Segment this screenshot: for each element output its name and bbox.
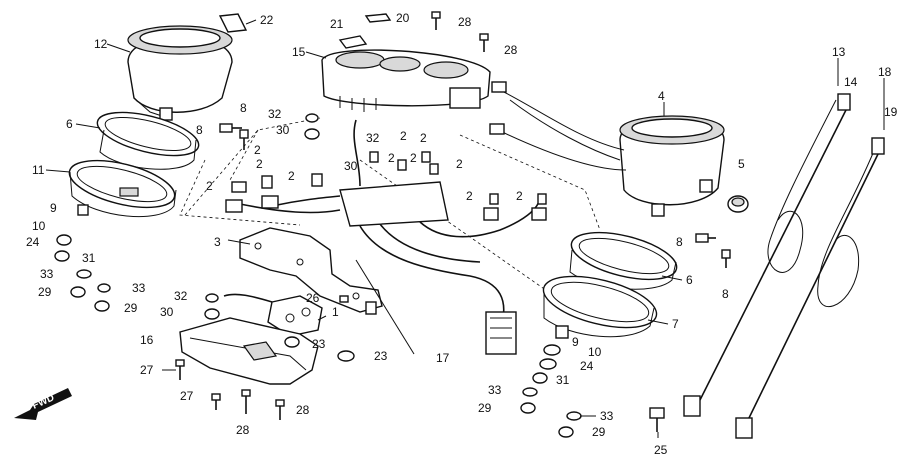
reset-knob — [727, 195, 749, 213]
meter-case-left — [68, 159, 177, 218]
callout-10: 10 — [588, 345, 602, 359]
screws-8 — [219, 123, 731, 268]
callout-30: 30 — [160, 305, 174, 319]
fwd-arrow: FWD — [14, 388, 72, 420]
callout-2: 2 — [388, 151, 395, 165]
callout-31: 31 — [556, 373, 570, 387]
callout-32: 32 — [268, 107, 282, 121]
callout-numbers: 1 2 2 2 2 2 2 2 2 2 2 2 3 4 5 6 6 7 8 8 … — [26, 11, 898, 457]
callout-5: 5 — [738, 157, 745, 171]
callout-27: 27 — [180, 389, 194, 403]
callout-10: 10 — [32, 219, 46, 233]
callout-22: 22 — [260, 13, 274, 27]
callout-2: 2 — [206, 179, 213, 193]
callout-28: 28 — [504, 43, 518, 57]
callout-3: 3 — [214, 235, 221, 249]
lead-connector-lower — [489, 123, 505, 135]
callout-33: 33 — [40, 267, 54, 281]
sub-harness — [223, 293, 323, 337]
tachometer-cable — [735, 137, 885, 439]
screws-27-28-lower — [175, 359, 285, 420]
meter-case-right — [542, 275, 658, 338]
callout-21: 21 — [330, 17, 344, 31]
callout-27: 27 — [140, 363, 154, 377]
callout-23: 23 — [374, 349, 388, 363]
callout-33: 33 — [600, 409, 614, 423]
tachometer-leads — [497, 89, 627, 171]
callout-2: 2 — [456, 157, 463, 171]
callout-9: 9 — [50, 201, 57, 215]
speedometer-assembly — [127, 25, 233, 121]
callout-28: 28 — [296, 403, 310, 417]
hardware-right — [520, 325, 582, 438]
callout-30: 30 — [344, 159, 358, 173]
callout-8: 8 — [240, 101, 247, 115]
tachometer-assembly — [619, 115, 725, 217]
callout-23: 23 — [312, 337, 326, 351]
callout-8: 8 — [676, 235, 683, 249]
callout-33: 33 — [132, 281, 146, 295]
callout-2: 2 — [420, 131, 427, 145]
lens-ring-right — [569, 231, 678, 290]
callout-14: 14 — [844, 75, 858, 89]
callout-26: 26 — [306, 291, 320, 305]
callout-6: 6 — [686, 273, 693, 287]
callout-24: 24 — [26, 235, 40, 249]
speedometer-cable — [683, 93, 851, 417]
callout-31: 31 — [82, 251, 96, 265]
hardware-left — [54, 113, 355, 362]
callout-15: 15 — [292, 45, 306, 59]
cap-22 — [218, 13, 248, 33]
callout-8: 8 — [722, 287, 729, 301]
callout-33: 33 — [488, 383, 502, 397]
callout-2: 2 — [516, 189, 523, 203]
callout-6: 6 — [66, 117, 73, 131]
callout-32: 32 — [366, 131, 380, 145]
grommet-25 — [649, 407, 665, 432]
callout-2: 2 — [410, 151, 417, 165]
callout-29: 29 — [478, 401, 492, 415]
cap-20 — [364, 13, 392, 23]
callout-28: 28 — [458, 15, 472, 29]
indicator-housing — [321, 49, 491, 112]
callout-29: 29 — [124, 301, 138, 315]
callout-12: 12 — [94, 37, 108, 51]
callout-13: 13 — [832, 45, 846, 59]
wire-harness — [239, 119, 541, 355]
callout-25: 25 — [654, 443, 668, 457]
callout-2: 2 — [254, 143, 261, 157]
callout-8: 8 — [196, 123, 203, 137]
callout-16: 16 — [140, 333, 154, 347]
callout-17: 17 — [436, 351, 450, 365]
lower-cover — [179, 317, 319, 385]
callout-11: 11 — [32, 163, 45, 177]
callout-2: 2 — [466, 189, 473, 203]
callout-30: 30 — [276, 123, 290, 137]
callout-9: 9 — [572, 335, 579, 349]
callout-29: 29 — [38, 285, 52, 299]
callout-20: 20 — [396, 11, 410, 25]
callout-19: 19 — [884, 105, 898, 119]
leader-lines — [45, 19, 885, 438]
assembly-guide-lines — [179, 117, 601, 301]
callout-2: 2 — [256, 157, 263, 171]
callout-1: 1 — [332, 305, 339, 319]
callout-7: 7 — [672, 317, 679, 331]
cap-21 — [338, 35, 368, 49]
callout-2: 2 — [288, 169, 295, 183]
screw-28-top — [431, 11, 489, 52]
callout-18: 18 — [878, 65, 892, 79]
callout-2: 2 — [400, 129, 407, 143]
callout-24: 24 — [580, 359, 594, 373]
lead-connector-upper — [491, 81, 507, 93]
callout-29: 29 — [592, 425, 606, 439]
bulb-sockets — [225, 151, 547, 221]
lens-ring-left — [96, 111, 200, 170]
callout-4: 4 — [658, 89, 665, 103]
callout-32: 32 — [174, 289, 188, 303]
callout-28: 28 — [236, 423, 250, 437]
